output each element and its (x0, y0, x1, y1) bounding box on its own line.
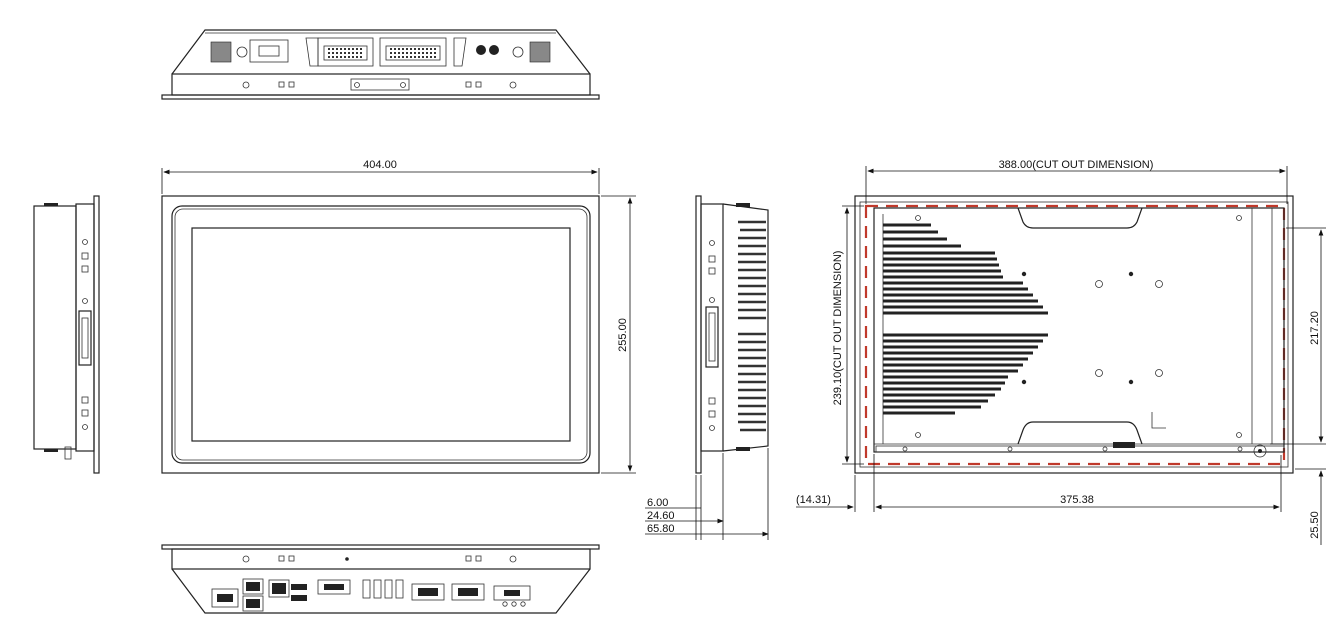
total-depth-label: 65.80 (647, 523, 675, 535)
rear-right-dimensions: 217.20 25.50 (1270, 227, 1326, 545)
rear-offset-label: (14.31) (796, 494, 831, 506)
heatsink-fins (738, 220, 766, 432)
top-view (161, 29, 600, 100)
front-view (161, 195, 600, 474)
front-height-label: 255.00 (617, 318, 629, 352)
top-terminal-pins (328, 48, 436, 58)
bottom-view (161, 544, 600, 614)
rear-mount-height-label: 217.20 (1309, 311, 1321, 345)
bottom-io-ports (211, 578, 531, 612)
rear-bottom-offset-label: 25.50 (1309, 511, 1321, 539)
cutout-height-dimension: 239.10(CUT OUT DIMENSION) (832, 205, 864, 465)
cutout-width-dimension: 388.00(CUT OUT DIMENSION) (865, 159, 1288, 204)
front-width-label: 404.00 (363, 159, 397, 171)
bezel-depth-label: 6.00 (647, 497, 668, 509)
cutout-width-label: 388.00(CUT OUT DIMENSION) (999, 159, 1154, 171)
front-height-dimension: 255.00 (601, 195, 636, 474)
rear-vent-slots (883, 223, 1048, 415)
mid-depth-label: 24.60 (647, 510, 675, 522)
display-area (191, 227, 571, 442)
left-speaker-grill (210, 41, 232, 63)
front-width-dimension: 404.00 (161, 159, 600, 194)
cutout-height-label: 239.10(CUT OUT DIMENSION) (832, 251, 844, 406)
rear-mount-width-label: 375.38 (1060, 494, 1094, 506)
rear-bottom-dimensions: (14.31) 375.38 (796, 454, 1282, 512)
left-side-view (33, 195, 100, 474)
right-speaker-grill (529, 41, 551, 63)
rear-view (854, 195, 1294, 474)
right-side-view (695, 195, 769, 474)
side-depth-dimensions: 6.00 24.60 65.80 (645, 448, 769, 540)
vesa-mount-holes (1021, 271, 1163, 385)
